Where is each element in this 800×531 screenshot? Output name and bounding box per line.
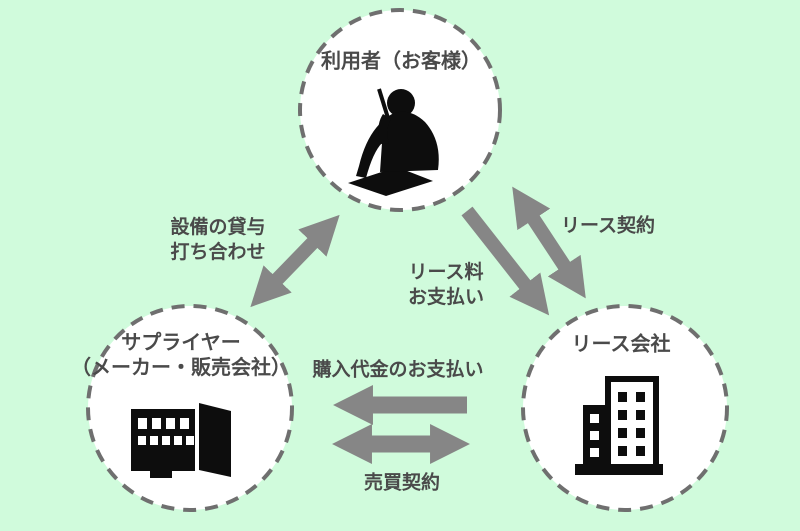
lease-fee-arrow-label: リース料 お支払い	[408, 260, 484, 310]
lease-contract-arrow-label: リース契約	[560, 215, 656, 237]
supplier-node-label-line2: （メーカー・販売会社）	[71, 357, 291, 379]
lease-company-node-label: リース会社	[571, 333, 671, 356]
supplier-user-arrow-label-line2: 打ち合わせ	[170, 242, 266, 263]
factory-building-icon	[131, 403, 231, 478]
supplier-node-label: サプライヤー （メーカー・販売会社）	[71, 331, 291, 381]
sales-contract-arrow-label: 売買契約	[363, 472, 441, 494]
purchase-payment-arrow-label: 購入代金のお支払い	[312, 359, 484, 381]
supplier-user-arrow	[250, 214, 340, 308]
person-thinking-icon	[348, 88, 439, 196]
supplier-node-label-line1: サプライヤー	[121, 332, 241, 354]
user-node-label: 利用者（お客様）	[321, 50, 481, 73]
lease-contract-arrow	[512, 186, 586, 299]
lease-fee-arrow-label-line1: リース料	[408, 262, 484, 283]
supplier-user-arrow-label-line1: 設備の貸与	[170, 217, 266, 238]
supplier-user-arrow-label: 設備の貸与 打ち合わせ	[170, 215, 265, 265]
lease-fee-arrow-label-line2: お支払い	[407, 287, 485, 308]
office-building-icon	[575, 376, 663, 475]
